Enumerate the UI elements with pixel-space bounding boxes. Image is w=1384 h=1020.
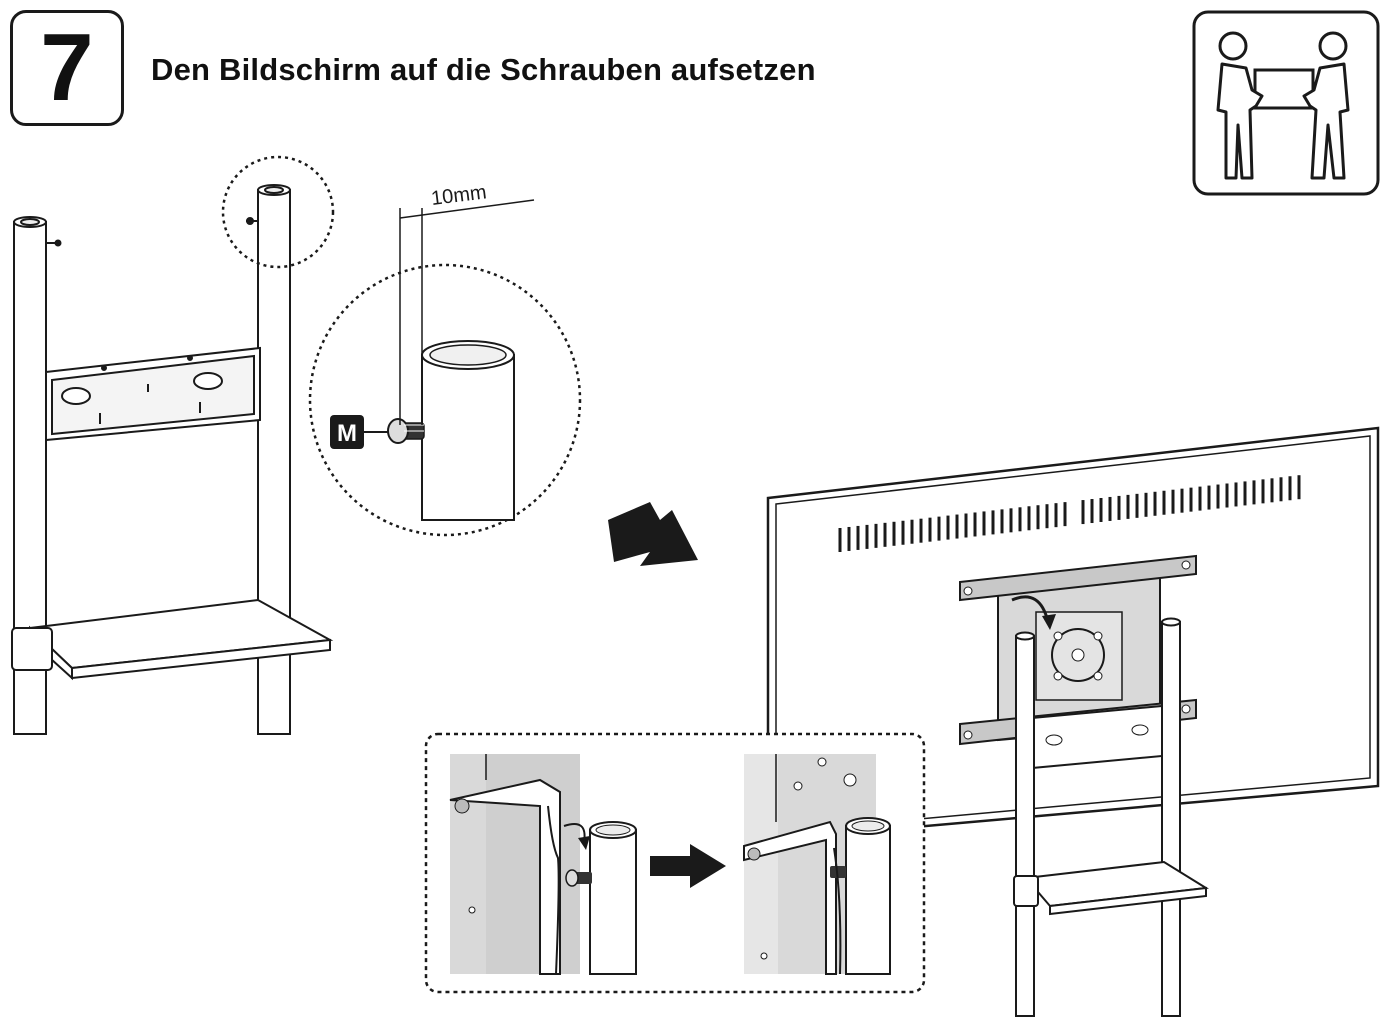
two-person-lift-icon <box>1192 10 1380 196</box>
screw-detail-callout: M 10mm <box>308 181 582 537</box>
measurement-label: 10mm <box>430 181 488 210</box>
screw-label: M <box>337 420 357 447</box>
step-number-box: 7 <box>10 10 124 126</box>
hook-detail-box <box>424 732 926 994</box>
screw-label-badge <box>330 415 364 449</box>
step-number: 7 <box>40 14 94 121</box>
arrow-right-icon <box>650 844 726 888</box>
arrow-right-icon <box>608 502 698 566</box>
stand-left-view <box>11 184 334 735</box>
step-title: Den Bildschirm auf die Schrauben aufsetz… <box>151 52 816 87</box>
stand-right-view <box>1013 617 1209 1017</box>
detail-marker-circle <box>221 155 335 269</box>
